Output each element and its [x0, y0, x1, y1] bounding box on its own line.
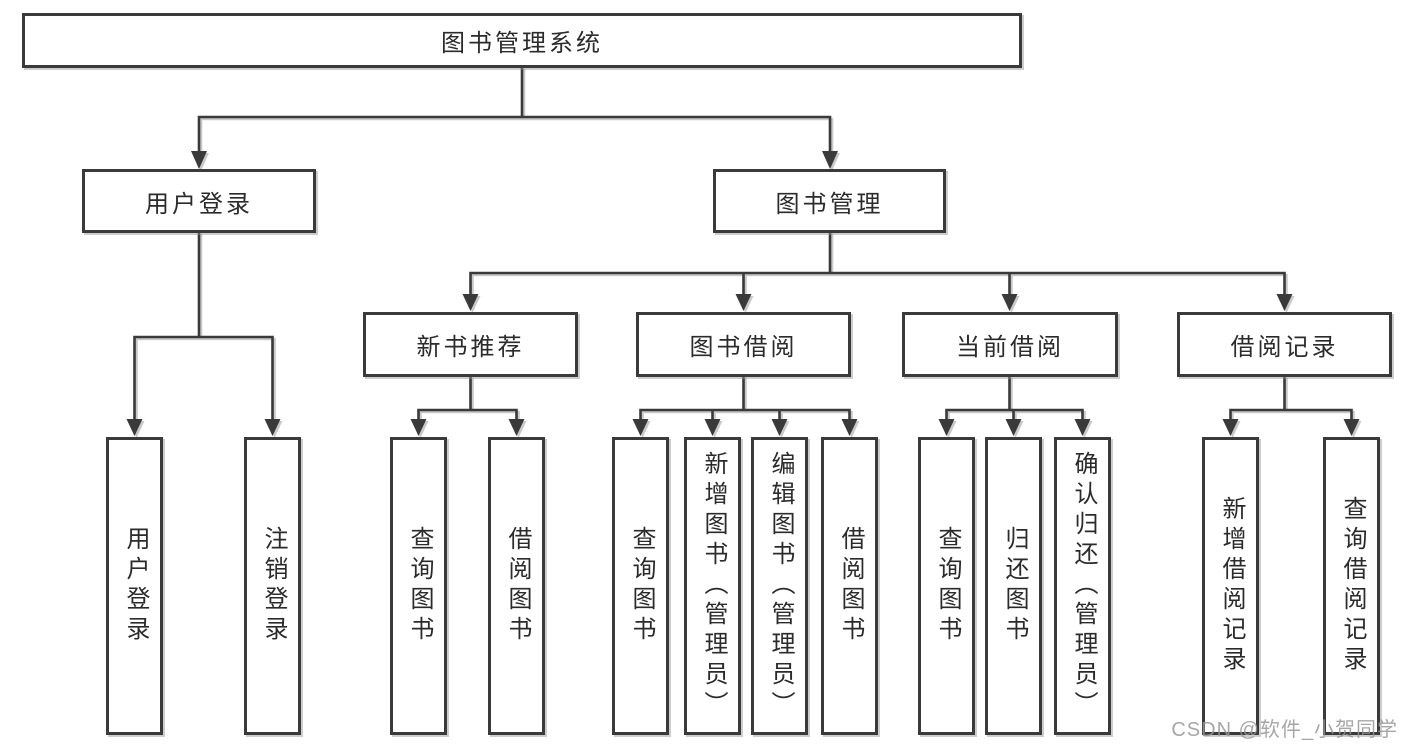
node-book-management: 图书管理: [713, 169, 946, 233]
node-leaf-logout-login: 注销登录: [244, 437, 301, 735]
node-leaf-borrow-books-recommend: 借阅图书: [488, 437, 545, 735]
node-leaf-borrow-books: 借阅图书: [821, 437, 878, 735]
node-root: 图书管理系统: [22, 13, 1022, 68]
csdn-watermark: CSDN @软件_小贺同学: [1171, 719, 1398, 741]
node-leaf-query-books-current: 查询图书: [918, 437, 975, 735]
node-user-login: 用户登录: [82, 169, 316, 233]
node-leaf-return-books: 归还图书: [985, 437, 1042, 735]
node-leaf-add-books-admin: 新增图书（管理员）: [684, 437, 741, 735]
node-book-borrow: 图书借阅: [636, 312, 851, 377]
node-leaf-user-login: 用户登录: [106, 437, 163, 735]
node-leaf-edit-books-admin: 编辑图书（管理员）: [751, 437, 808, 735]
node-leaf-confirm-return-admin: 确认归还（管理员）: [1054, 437, 1111, 735]
node-current-borrow: 当前借阅: [902, 312, 1118, 377]
node-leaf-query-books-borrow: 查询图书: [612, 437, 669, 735]
node-leaf-query-books-recommend: 查询图书: [390, 437, 447, 735]
node-leaf-add-borrow-record: 新增借阅记录: [1202, 437, 1259, 735]
node-borrow-records: 借阅记录: [1177, 312, 1392, 377]
node-new-book-recommend: 新书推荐: [363, 312, 578, 377]
node-leaf-query-borrow-record: 查询借阅记录: [1323, 437, 1380, 735]
